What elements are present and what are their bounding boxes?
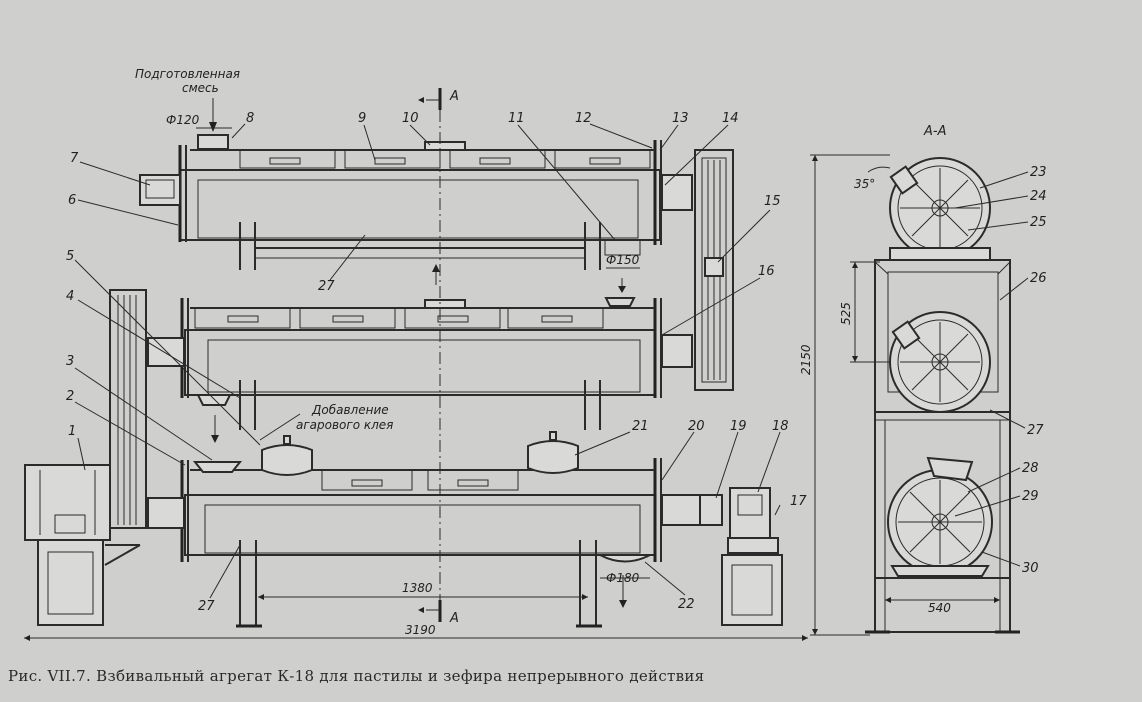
dim-3190: 3190	[405, 623, 436, 637]
note-agar-line2: агарового клея	[296, 418, 393, 432]
callout-12: 12	[575, 111, 592, 126]
motor-base	[37, 539, 104, 626]
dim-phi120: Ф120	[166, 113, 200, 127]
callout-4: 4	[66, 289, 74, 304]
front-view: 1 2 3 4 5 6 7 8 9 10 11 12 13 14 15 16 1…	[24, 67, 808, 641]
reducer-unit	[699, 487, 783, 626]
callout-18: 18	[772, 419, 789, 434]
callout-2: 2	[66, 389, 74, 404]
electric-motor	[24, 464, 111, 541]
flow-arrows	[209, 98, 627, 608]
section-letter-bottom: A	[449, 611, 459, 626]
main-drive	[24, 289, 147, 626]
note-mix-line1: Подготовленная	[135, 67, 240, 81]
dim-phi150: Ф150	[606, 253, 640, 267]
callout-20: 20	[688, 419, 705, 434]
callout-26: 26	[1030, 271, 1047, 286]
dim-525: 525	[839, 302, 853, 325]
callout-11: 11	[508, 111, 525, 126]
bottom-drum	[147, 431, 703, 628]
section-view-a-a: A-A 23 24 25 26 27 28 29 30 2150 525 540…	[799, 124, 1047, 636]
callout-27-top: 27	[318, 279, 335, 294]
callout-1: 1	[68, 424, 76, 439]
callout-24: 24	[1030, 189, 1047, 204]
callout-23: 23	[1030, 165, 1047, 180]
dim-1380: 1380	[402, 581, 433, 595]
callout-25: 25	[1030, 215, 1047, 230]
callout-8: 8	[246, 111, 254, 126]
section-cut-marks	[418, 88, 442, 622]
callout-14: 14	[722, 111, 739, 126]
callout-10: 10	[402, 111, 419, 126]
callout-9: 9	[358, 111, 366, 126]
callout-6: 6	[68, 193, 76, 208]
callout-5: 5	[66, 249, 74, 264]
callout-27-section: 27	[1027, 423, 1044, 438]
dim-2150: 2150	[799, 344, 813, 375]
callout-28: 28	[1022, 461, 1039, 476]
note-mix-line2: смесь	[182, 81, 219, 95]
callout-7: 7	[70, 151, 79, 166]
middle-drum	[147, 297, 693, 430]
figure-caption: Рис. VII.7. Взбивальный агрегат К-18 для…	[8, 667, 705, 685]
leader-lines	[74, 123, 781, 599]
dim-angle-35: 35°	[854, 177, 875, 191]
callout-3: 3	[66, 354, 74, 369]
section-title: A-A	[923, 124, 946, 139]
callout-27-bottom: 27	[198, 599, 215, 614]
top-drum	[139, 134, 734, 391]
callout-16: 16	[758, 264, 775, 279]
section-letter-top: A	[449, 89, 459, 104]
dim-540: 540	[928, 601, 951, 615]
note-agar-line1: Добавление	[311, 403, 389, 417]
callout-19: 19	[730, 419, 747, 434]
callout-22: 22	[678, 597, 695, 612]
callout-29: 29	[1022, 489, 1039, 504]
callout-15: 15	[764, 194, 781, 209]
technical-drawing: 1 2 3 4 5 6 7 8 9 10 11 12 13 14 15 16 1…	[24, 67, 1047, 641]
callout-21: 21	[632, 419, 649, 434]
callout-13: 13	[672, 111, 689, 126]
dimension-lines	[24, 127, 808, 641]
dim-phi180: Ф180	[606, 571, 640, 585]
callout-17: 17	[790, 494, 807, 509]
callout-30: 30	[1022, 561, 1039, 576]
